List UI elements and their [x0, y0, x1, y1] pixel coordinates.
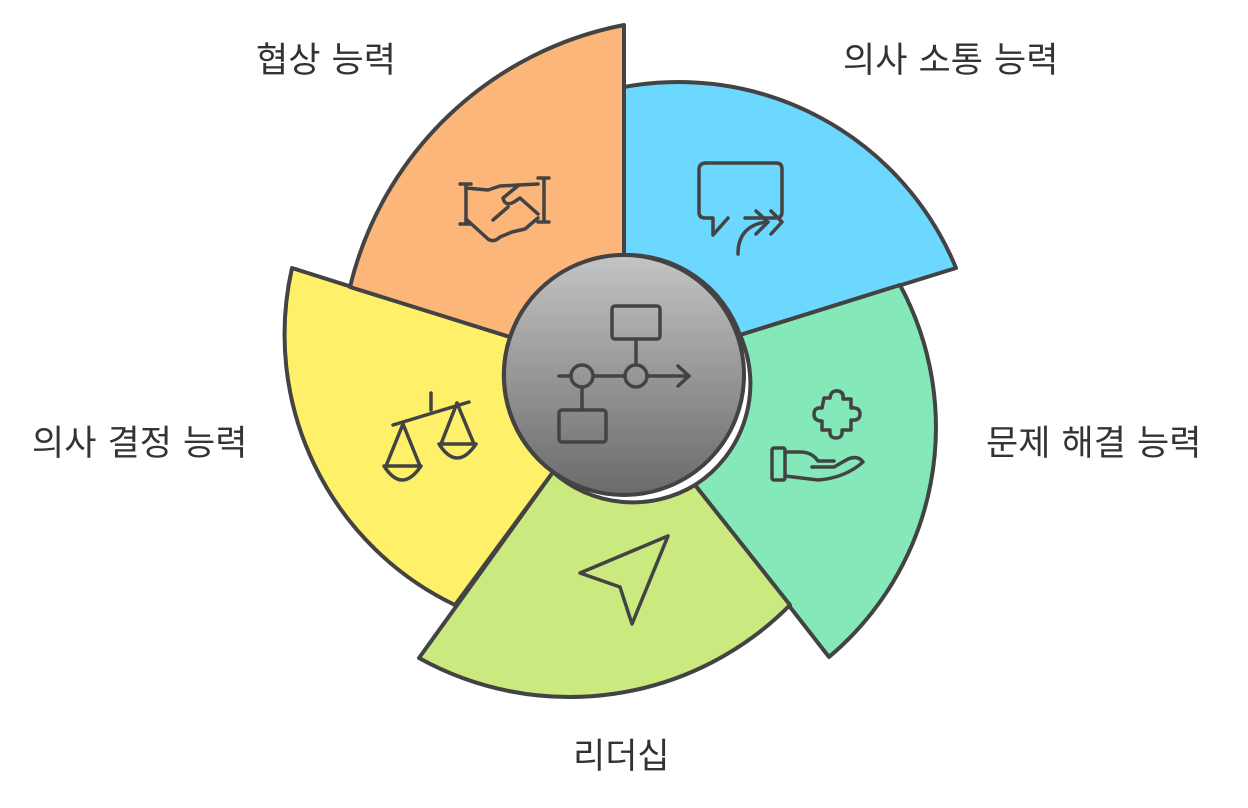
balance-scale-icon	[382, 391, 478, 482]
navigation-pointer-icon	[578, 534, 670, 626]
puzzle-in-hand-icon	[770, 389, 865, 482]
label-problem-solving: 문제 해결 능력	[986, 424, 1202, 464]
label-decision-making: 의사 결정 능력	[32, 424, 248, 464]
label-negotiation: 협상 능력	[256, 41, 396, 81]
handshake-icon	[458, 176, 551, 243]
segment-problem-solving[interactable]	[693, 283, 938, 659]
label-leadership: 리더십	[573, 737, 670, 777]
workflow-icon	[557, 304, 691, 444]
label-communication: 의사 소통 능력	[843, 41, 1059, 81]
speech-bubble-forward-icon	[697, 161, 784, 256]
segment-leadership[interactable]	[417, 470, 792, 700]
